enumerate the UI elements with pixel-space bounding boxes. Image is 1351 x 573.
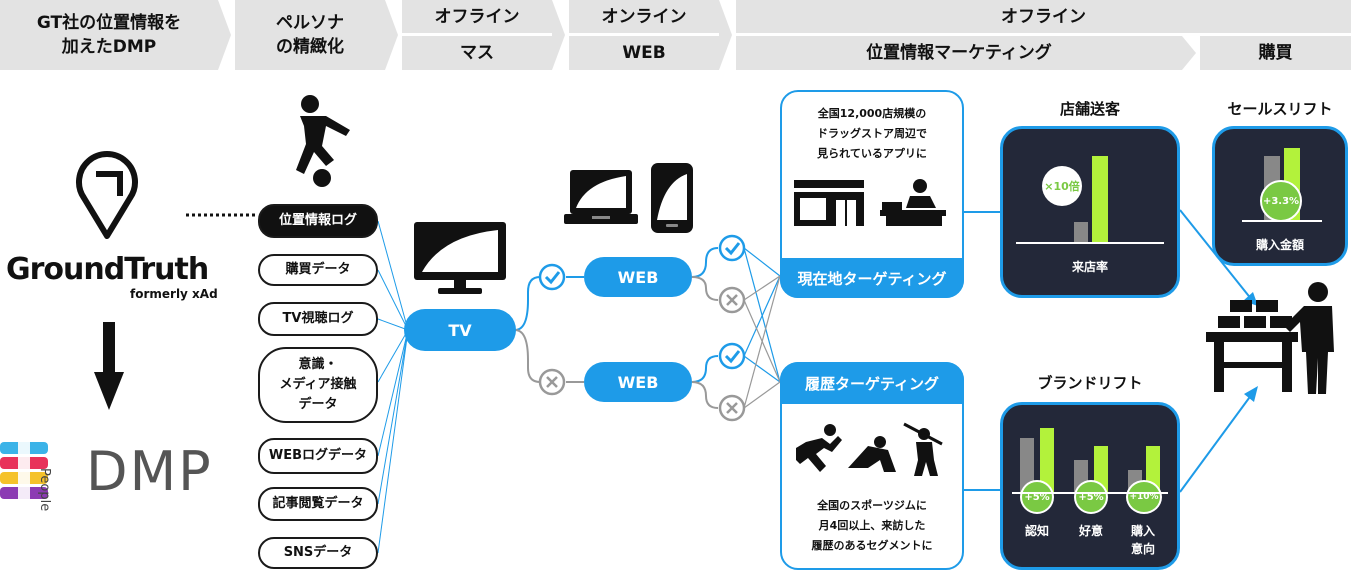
current-location-targeting-label: 現在地ターゲティング (780, 258, 964, 298)
dmp-wordmark: DMP (86, 440, 213, 503)
tv-node: TV (404, 309, 516, 351)
current-targeting-desc: 全国12,000店規模の ドラッグストア周辺で 見られているアプリに (817, 107, 927, 160)
brand-lift-label-intent: 購入 意向 (1130, 524, 1155, 556)
history-targeting-desc: 全国のスポーツジムに 月4回以上、来訪した 履歴のあるセグメントに (811, 499, 933, 552)
laptop-icon (564, 170, 638, 224)
store-visit-title: 店舗送客 (1059, 100, 1120, 118)
brand-lift-badge-awareness: +5% (1020, 480, 1054, 514)
sales-lift-badge: +3.3% (1260, 180, 1302, 222)
data-source-purchase: 購買データ (258, 254, 378, 286)
web-node-bottom: WEB (584, 362, 692, 402)
store-visit-badge: ×10倍 (1042, 166, 1082, 206)
data-source-media-contact: 意識・ メディア接触 データ (258, 347, 378, 423)
brand-lift-baseline (1012, 492, 1168, 494)
sales-lift-title: セールスリフト (1227, 100, 1333, 118)
header-web: WEB (569, 36, 719, 70)
check-circle-icon (718, 234, 746, 262)
header-purchase: 購買 (1200, 36, 1351, 70)
x-circle-icon (718, 394, 746, 422)
store-visit-baseline (1016, 242, 1164, 244)
store-visit-caption: 来店率 (1071, 260, 1108, 274)
brand-lift-label-favorability: 好意 (1078, 524, 1103, 538)
header-dmp: GT社の位置情報を 加えたDMP (0, 0, 218, 70)
brand-lift-badge-intent: +10% (1126, 480, 1162, 514)
data-source-location-log: 位置情報ログ (258, 204, 378, 238)
store-visit-bar-after (1092, 156, 1108, 242)
data-source-tv-log: TV視聴ログ (258, 302, 378, 336)
brand-lift-label-awareness: 認知 (1024, 524, 1049, 538)
history-targeting-label: 履歴ターゲティング (780, 362, 964, 404)
sales-lift-caption: 購入金額 (1255, 238, 1304, 252)
header-offline-2: オフライン (736, 0, 1351, 33)
soccer-player-icon (296, 95, 350, 187)
header-mass: マス (402, 36, 552, 70)
brand-lift-bar-awareness-after (1040, 428, 1054, 492)
check-circle-icon (538, 263, 566, 291)
shopper-counter-icon (1206, 282, 1334, 394)
brand-lift-title: ブランドリフト (1037, 374, 1143, 392)
storefront-icon (794, 180, 864, 226)
tv-icon (414, 222, 506, 294)
formerly-xad-label: formerly xAd (130, 287, 218, 301)
brand-lift-badge-favorability: +5% (1074, 480, 1108, 514)
check-circle-icon (718, 342, 746, 370)
store-visit-bar-before (1074, 222, 1088, 242)
sports-icons (796, 422, 943, 476)
x-circle-icon (718, 286, 746, 314)
smartphone-icon (651, 163, 693, 233)
store-visit-card (1000, 126, 1180, 298)
web-node-top: WEB (584, 257, 692, 297)
groundtruth-wordmark: GroundTruth (6, 252, 209, 287)
groundtruth-logo-icon (76, 151, 138, 239)
people-dmp-logo-icon (0, 440, 48, 500)
x-circle-icon (538, 368, 566, 396)
header-online: オンライン (569, 0, 719, 33)
header-location-marketing: 位置情報マーケティング (736, 36, 1182, 70)
cashier-icon (880, 179, 946, 226)
data-source-article-views: 記事閲覧データ (258, 487, 378, 521)
down-arrow-icon (94, 322, 124, 410)
header-persona: ペルソナ の精緻化 (235, 0, 385, 70)
header-chevrons (218, 0, 1196, 70)
header-offline-1: オフライン (402, 0, 552, 33)
brand-lift-bar-awareness-before (1020, 438, 1034, 492)
header-dmp-label: GT社の位置情報を 加えたDMP (36, 13, 182, 57)
header-persona-label: ペルソナ の精緻化 (276, 13, 344, 57)
data-source-sns: SNSデータ (258, 537, 378, 569)
data-source-web-log: WEBログデータ (258, 438, 378, 474)
